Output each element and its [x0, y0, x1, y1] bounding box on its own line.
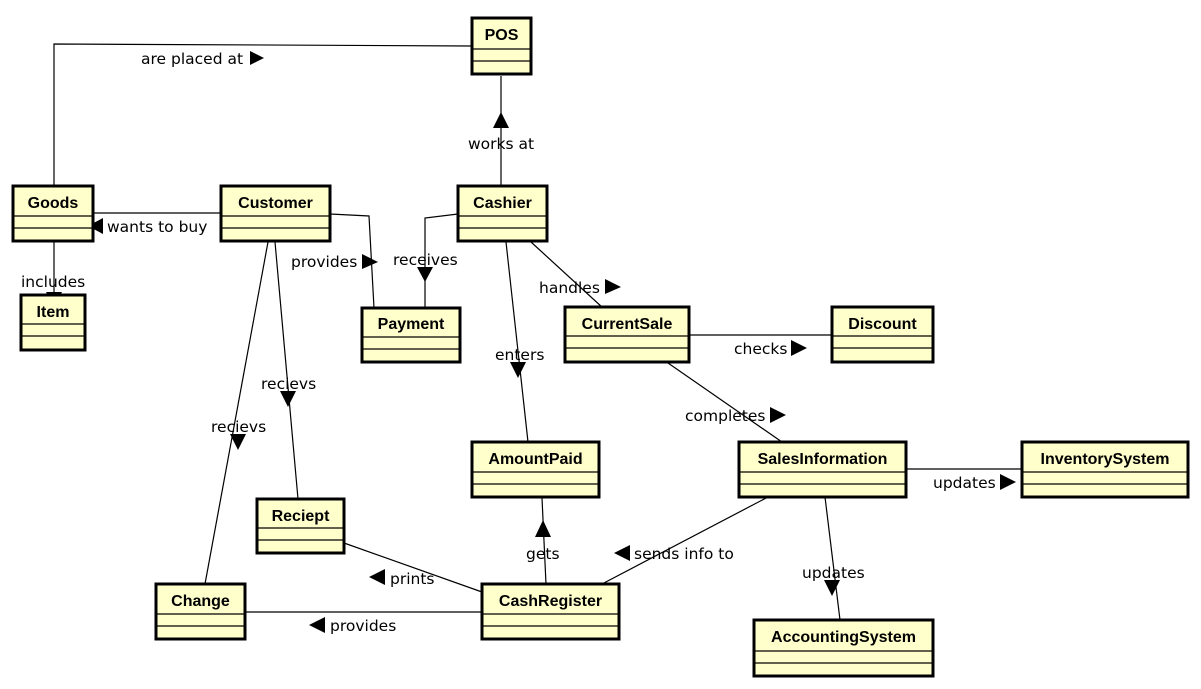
label-provides-payment: provides	[291, 253, 357, 271]
line-cashregister-salesinformation	[601, 496, 769, 585]
arrow-wants-to-buy-left	[88, 218, 103, 234]
label-works-at: works at	[468, 135, 534, 153]
line-customer-payment	[329, 213, 375, 309]
arrow-completes-right	[770, 407, 786, 423]
class-name-salesinformation: SalesInformation	[758, 451, 888, 468]
arrow-updates-inventory-right	[1000, 474, 1016, 490]
label-sends-info-to: sends info to	[634, 545, 734, 563]
line-cashier-currentsale	[530, 241, 604, 309]
line-goods-pos	[53, 43, 473, 186]
class-amountpaid[interactable]: AmountPaid	[470, 440, 601, 499]
label-updates-accounting: updates	[802, 564, 865, 582]
class-name-item: Item	[37, 304, 70, 321]
class-goods[interactable]: Goods	[11, 184, 95, 243]
class-name-inventorysystem: InventorySystem	[1041, 451, 1170, 468]
line-customer-reciept	[274, 241, 299, 500]
line-salesinformation-accountingsystem	[824, 496, 841, 621]
class-cashregister[interactable]: CashRegister	[480, 582, 621, 641]
label-recievs-change: recievs	[211, 418, 266, 436]
class-accountingsystem[interactable]: AccountingSystem	[752, 618, 935, 678]
class-name-customer: Customer	[238, 195, 313, 212]
arrow-recievs-change-down	[230, 434, 246, 450]
class-name-goods: Goods	[28, 195, 79, 212]
class-cashier[interactable]: Cashier	[456, 184, 549, 243]
association-labels: are placed at works at wants to buy incl…	[21, 50, 996, 635]
label-includes: includes	[21, 273, 85, 291]
line-customer-change	[204, 241, 269, 585]
class-change[interactable]: Change	[154, 582, 247, 641]
arrow-gets-up	[535, 520, 551, 537]
class-pos[interactable]: POS	[470, 16, 533, 76]
class-customer[interactable]: Customer	[219, 184, 332, 243]
label-provides-change: provides	[330, 617, 396, 635]
class-inventorysystem[interactable]: InventorySystem	[1020, 440, 1190, 499]
arrow-works-at-up	[493, 112, 509, 128]
class-item[interactable]: Item	[19, 293, 87, 352]
label-checks: checks	[734, 340, 787, 358]
class-reciept[interactable]: Reciept	[255, 497, 346, 555]
arrow-checks-right	[791, 340, 807, 356]
class-name-amountpaid: AmountPaid	[488, 451, 582, 468]
label-enters: enters	[495, 346, 544, 364]
label-completes: completes	[685, 407, 765, 425]
line-currentsale-salesinformation	[667, 362, 783, 443]
class-name-accountingsystem: AccountingSystem	[771, 629, 916, 646]
label-receives: receives	[393, 251, 458, 269]
class-name-cashier: Cashier	[473, 195, 532, 212]
arrow-provides-change-left	[309, 617, 325, 633]
label-gets: gets	[526, 545, 560, 563]
arrow-recievs-reciept-down	[280, 391, 296, 407]
label-are-placed-at: are placed at	[141, 50, 243, 68]
line-cashregister-amountpaid	[541, 497, 547, 585]
label-handles: handles	[539, 279, 600, 297]
class-payment[interactable]: Payment	[360, 306, 462, 364]
arrow-updates-accounting-down	[824, 580, 840, 596]
class-name-discount: Discount	[848, 316, 917, 333]
class-name-cashregister: CashRegister	[499, 593, 602, 610]
label-updates-inventory: updates	[933, 474, 996, 492]
class-salesinformation[interactable]: SalesInformation	[737, 440, 908, 499]
line-cashier-amountpaid	[505, 241, 529, 443]
arrow-enters-down	[510, 362, 526, 378]
class-name-payment: Payment	[378, 316, 445, 333]
label-recievs-reciept: recievs	[261, 375, 316, 393]
class-discount[interactable]: Discount	[830, 305, 935, 364]
class-currentsale[interactable]: CurrentSale	[563, 305, 691, 364]
line-reciept-cashregister	[343, 542, 483, 593]
label-wants-to-buy: wants to buy	[107, 218, 207, 236]
class-name-change: Change	[171, 593, 230, 610]
class-name-currentsale: CurrentSale	[582, 316, 673, 333]
arrow-sends-info-to-left	[614, 545, 630, 561]
association-lines	[53, 43, 1022, 621]
label-prints: prints	[390, 570, 435, 588]
class-name-reciept: Reciept	[272, 508, 330, 525]
arrow-prints-left	[369, 569, 385, 585]
arrow-are-placed-at-right	[250, 51, 264, 65]
arrow-handles-right	[605, 279, 621, 294]
arrow-receives-down	[417, 267, 433, 282]
class-name-pos: POS	[485, 27, 519, 44]
arrow-provides-right	[362, 254, 378, 269]
